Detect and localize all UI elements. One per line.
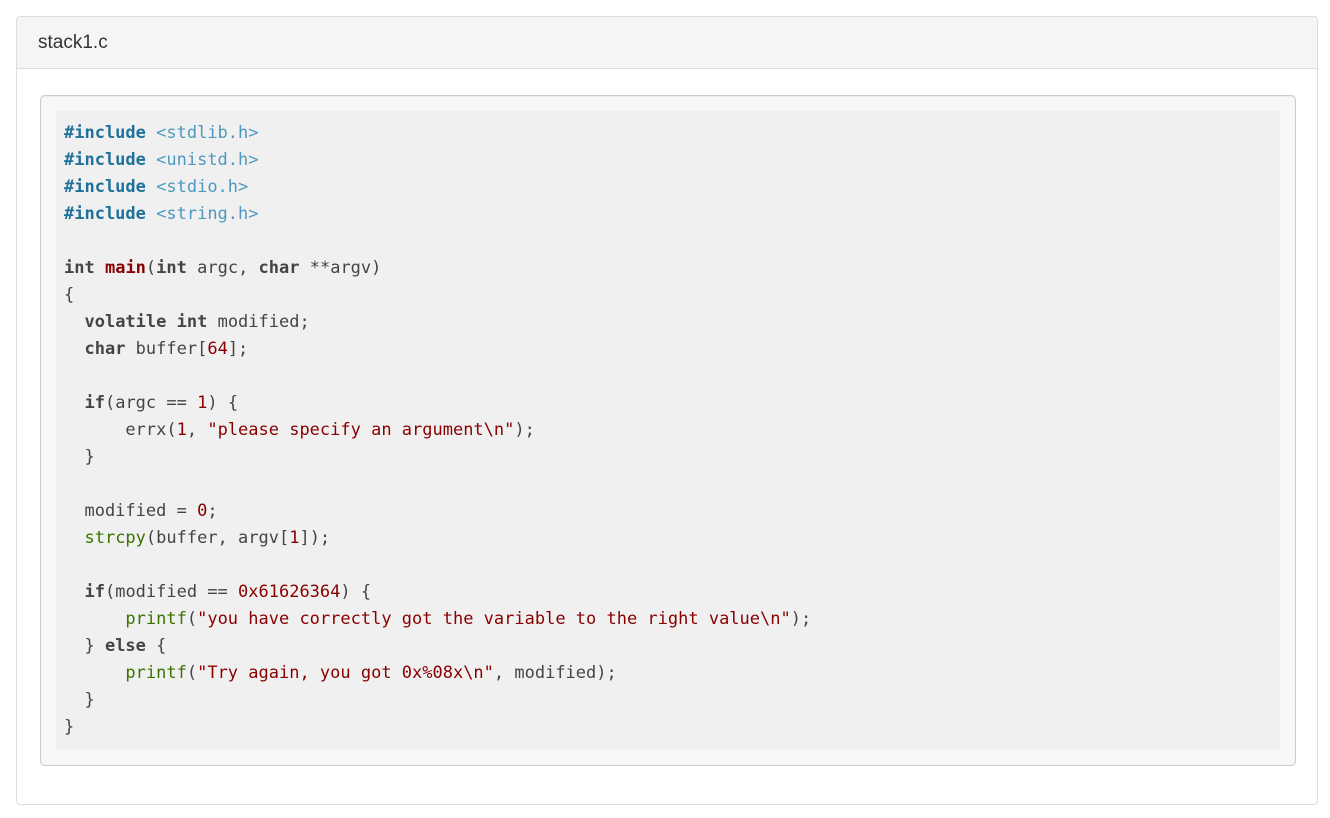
code-token-p: argc, (186, 258, 259, 278)
code-token-p (64, 528, 84, 548)
code-token-p: ) { (207, 393, 239, 413)
panel-header: stack1.c (17, 17, 1317, 69)
code-line: #include <unistd.h> (64, 147, 1272, 174)
code-token-p (64, 663, 125, 683)
code-token-t: main (104, 258, 146, 278)
code-token-p (166, 312, 176, 332)
code-token-ms: <unistd.h> (156, 150, 259, 170)
code-token-p (64, 609, 125, 629)
code-token-ms: <stdio.h> (156, 177, 249, 197)
code-token-p (64, 582, 84, 602)
panel-body: #include <stdlib.h>#include <unistd.h>#i… (17, 69, 1317, 804)
code-token-p: { (145, 636, 167, 656)
code-token-p: modified; (207, 312, 310, 332)
code-token-p (146, 204, 156, 224)
code-token-s: "you have correctly got the variable to … (197, 609, 791, 629)
code-line: modified = 0; (64, 498, 1272, 525)
code-token-p: ); (790, 609, 812, 629)
code-line: strcpy(buffer, argv[1]); (64, 525, 1272, 552)
code-token-k: int (64, 258, 95, 278)
code-token-p: , modified); (493, 663, 617, 683)
code-token-k: int (156, 258, 187, 278)
code-token-p (95, 258, 105, 278)
file-panel: stack1.c #include <stdlib.h>#include <un… (16, 16, 1318, 805)
code-token-p: **argv) (299, 258, 382, 278)
file-title: stack1.c (38, 31, 108, 53)
code-token-n: 64 (207, 339, 228, 359)
code-token-k: char (258, 258, 300, 278)
code-token-p (64, 393, 84, 413)
code-line: } (64, 687, 1272, 714)
code-line (64, 363, 1272, 390)
code-token-p (146, 150, 156, 170)
code-token-p: errx( (64, 420, 177, 440)
code-token-p: ( (186, 663, 198, 683)
code-line: printf("you have correctly got the varia… (64, 606, 1272, 633)
code-token-p: ( (186, 609, 198, 629)
code-token-p: } (64, 447, 95, 467)
code-line: if(argc == 1) { (64, 390, 1272, 417)
code-token-m: #include (64, 150, 146, 170)
code-token-p: } (64, 717, 75, 737)
code-token-n: 1 (197, 393, 208, 413)
code-token-b: strcpy (84, 528, 146, 548)
code-token-b: printf (125, 663, 187, 683)
code-line: int main(int argc, char **argv) (64, 255, 1272, 282)
code-line (64, 228, 1272, 255)
code-token-k: volatile (84, 312, 167, 332)
code-line (64, 552, 1272, 579)
code-token-p: modified = (64, 501, 198, 521)
code-line: } else { (64, 633, 1272, 660)
code-token-p: (argc == (104, 393, 198, 413)
code-token-s: "please specify an argument\n" (207, 420, 515, 440)
code-line: #include <string.h> (64, 201, 1272, 228)
code-block: #include <stdlib.h>#include <unistd.h>#i… (56, 111, 1280, 750)
code-token-m: #include (64, 204, 146, 224)
code-token-p: ; (207, 501, 218, 521)
code-token-ms: <stdlib.h> (156, 123, 259, 143)
code-token-n: 1 (176, 420, 187, 440)
code-line: { (64, 282, 1272, 309)
code-token-n: 0 (197, 501, 208, 521)
code-token-p: buffer[ (125, 339, 208, 359)
code-token-p (64, 312, 84, 332)
code-token-p: } (64, 690, 95, 710)
code-token-p: , (186, 420, 208, 440)
code-token-k: char (84, 339, 126, 359)
code-line: errx(1, "please specify an argument\n"); (64, 417, 1272, 444)
code-token-p (146, 177, 156, 197)
code-token-p: { (64, 285, 75, 305)
code-token-m: #include (64, 177, 146, 197)
code-token-p (64, 339, 84, 359)
code-line (64, 471, 1272, 498)
code-token-p: ); (514, 420, 535, 440)
code-line: #include <stdlib.h> (64, 120, 1272, 147)
code-line: printf("Try again, you got 0x%08x\n", mo… (64, 660, 1272, 687)
code-token-n: 0x61626364 (238, 582, 341, 602)
code-token-p: ]); (299, 528, 331, 548)
code-token-p: (buffer, argv[ (145, 528, 290, 548)
code-token-s: "Try again, you got 0x%08x\n" (197, 663, 494, 683)
code-token-p: (modified == (104, 582, 239, 602)
code-line: volatile int modified; (64, 309, 1272, 336)
code-token-p: ) { (340, 582, 372, 602)
code-token-p: } (64, 636, 105, 656)
code-token-k: int (176, 312, 208, 332)
code-well: #include <stdlib.h>#include <unistd.h>#i… (40, 95, 1296, 766)
code-line: } (64, 714, 1272, 741)
code-token-p: ( (145, 258, 157, 278)
code-line: } (64, 444, 1272, 471)
code-token-b: printf (125, 609, 187, 629)
code-token-p (146, 123, 156, 143)
code-line: if(modified == 0x61626364) { (64, 579, 1272, 606)
code-token-ms: <string.h> (156, 204, 259, 224)
code-line: #include <stdio.h> (64, 174, 1272, 201)
code-line: char buffer[64]; (64, 336, 1272, 363)
code-token-k: else (104, 636, 146, 656)
code-token-n: 1 (289, 528, 300, 548)
code-token-p: ]; (227, 339, 249, 359)
code-token-m: #include (64, 123, 146, 143)
code-token-k: if (84, 393, 105, 413)
code-token-k: if (84, 582, 105, 602)
